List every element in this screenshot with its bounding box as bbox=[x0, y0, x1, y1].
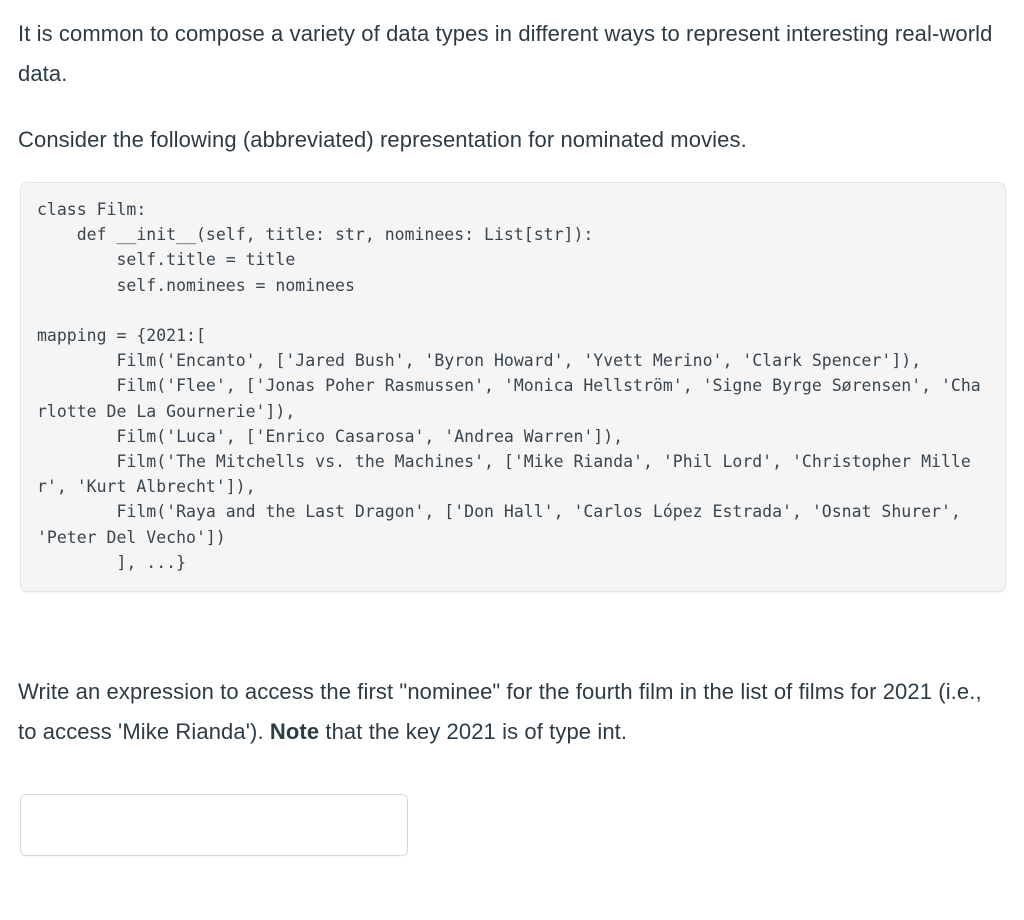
answer-input[interactable] bbox=[20, 794, 408, 857]
question-note-emphasis: Note bbox=[269, 719, 320, 745]
question-prompt-block: Write an expression to access the first … bbox=[18, 672, 1006, 752]
question-prompt: Write an expression to access the first … bbox=[18, 672, 1006, 752]
code-sample-card: class Film: def __init__(self, title: st… bbox=[20, 182, 1006, 593]
answer-field-wrapper bbox=[18, 794, 1006, 857]
question-page: It is common to compose a variety of dat… bbox=[18, 21, 1006, 857]
intro-paragraph-2: Consider the following (abbreviated) rep… bbox=[18, 127, 747, 152]
python-code-sample: class Film: def __init__(self, title: st… bbox=[37, 200, 981, 572]
question-text-before-note: Write an expression to access the first … bbox=[18, 679, 982, 745]
question-text-after-note: that the key 2021 is of type int. bbox=[319, 719, 628, 745]
intro-paragraph-1: It is common to compose a variety of dat… bbox=[18, 21, 993, 86]
